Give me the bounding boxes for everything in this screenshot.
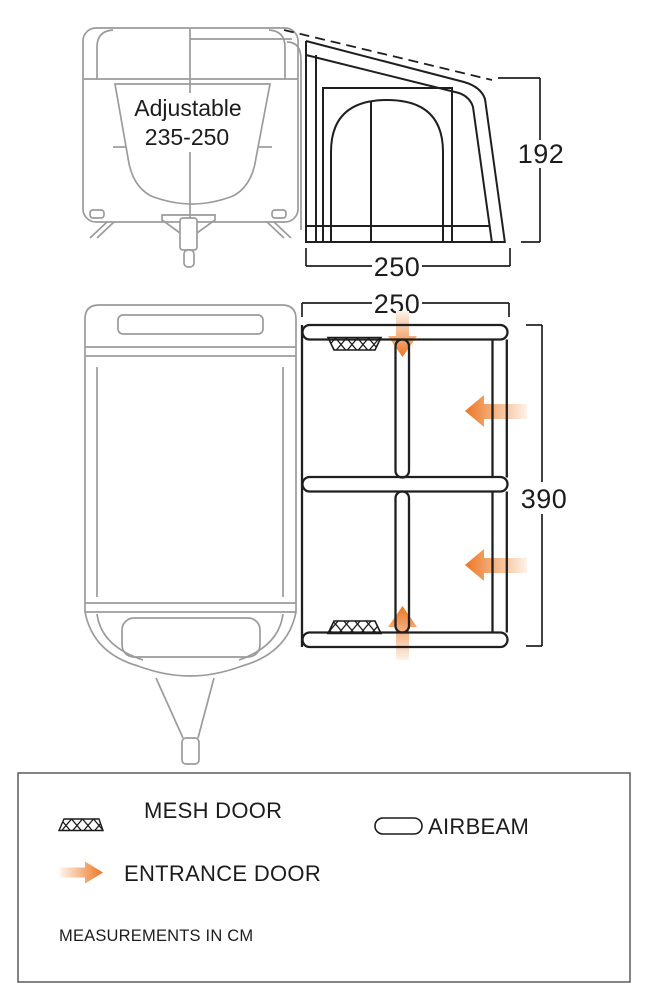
entrance-arrow-right-upper-icon [465,395,527,427]
caravan-plan-front-window [121,617,261,658]
caravan-front-outline [82,27,302,268]
caravan-plan-body [84,304,297,677]
jockey-wheel-knob [183,249,195,268]
width-dimension-390 [526,324,543,647]
awning-depth-value-elevation: 250 [374,252,421,282]
awning-width-value: 390 [521,484,568,514]
caravan-plan-outline [84,304,297,765]
drawbar-left [155,677,184,739]
legend-airbeam-label: AIRBEAM [428,814,529,839]
marker-light-left [89,209,105,219]
corner-steady-right-b [266,221,285,239]
legend-box [17,772,631,983]
depth-dimension-250-plan [301,302,510,317]
awning-plan-structure [300,323,509,649]
caravan-dome-left-line [96,29,114,79]
airbeam-vertical-lower [394,490,411,634]
awning-height-value: 192 [518,139,565,169]
legend-mesh-door-label: MESH DOOR [144,798,282,823]
mesh-door-legend-icon [57,818,104,832]
entrance-arrow-right-lower-icon [465,549,527,581]
caravan-plan-front-curve-left [96,613,144,661]
corner-steady-left-b [96,221,115,239]
depth-dimension-250-elevation [305,248,511,267]
awning-door-arch [330,98,444,243]
caravan-plan-rear-window [117,314,264,335]
marker-light-right [271,209,287,219]
airbeam-middle [301,475,509,493]
legend: MESH DOOR AIRBEAM ENTRANCE DOOR MEASUREM… [17,772,631,983]
caravan-front-window [113,83,272,205]
caravan-dome-right-line [268,29,286,79]
airbeam-vertical-upper [394,338,411,479]
airbeam-legend-icon [374,817,423,835]
caravan-side-sliver [286,41,302,230]
mesh-door-top-icon [326,336,383,351]
caravan-width-label-line1: Adjustable [134,95,241,121]
awning-roof-outer [305,40,506,244]
legend-entrance-door-label: ENTRANCE DOOR [124,861,321,886]
measurements-note: MEASUREMENTS IN CM [59,927,253,945]
adjustable-roof-dashed-line [283,29,493,81]
floor-plan-view: 250 [84,289,568,765]
corner-steady-right-a [273,221,292,239]
awning-side-profile [283,29,506,244]
hitch-coupling [181,737,200,765]
awning-door-frame [322,87,453,243]
entrance-door-legend-icon [60,861,103,884]
corner-steady-left-a [89,221,108,239]
mesh-door-bottom-icon [326,620,383,635]
hitch-post [179,217,198,251]
height-dimension-192 [498,77,541,243]
drawbar-right [197,677,215,739]
front-elevation-view: Adjustable 235-250 192 [82,27,565,282]
awning-roof-inner [305,54,493,244]
caravan-plan-front-curve-right [238,613,284,661]
caravan-width-label-line2: 235-250 [145,124,229,150]
